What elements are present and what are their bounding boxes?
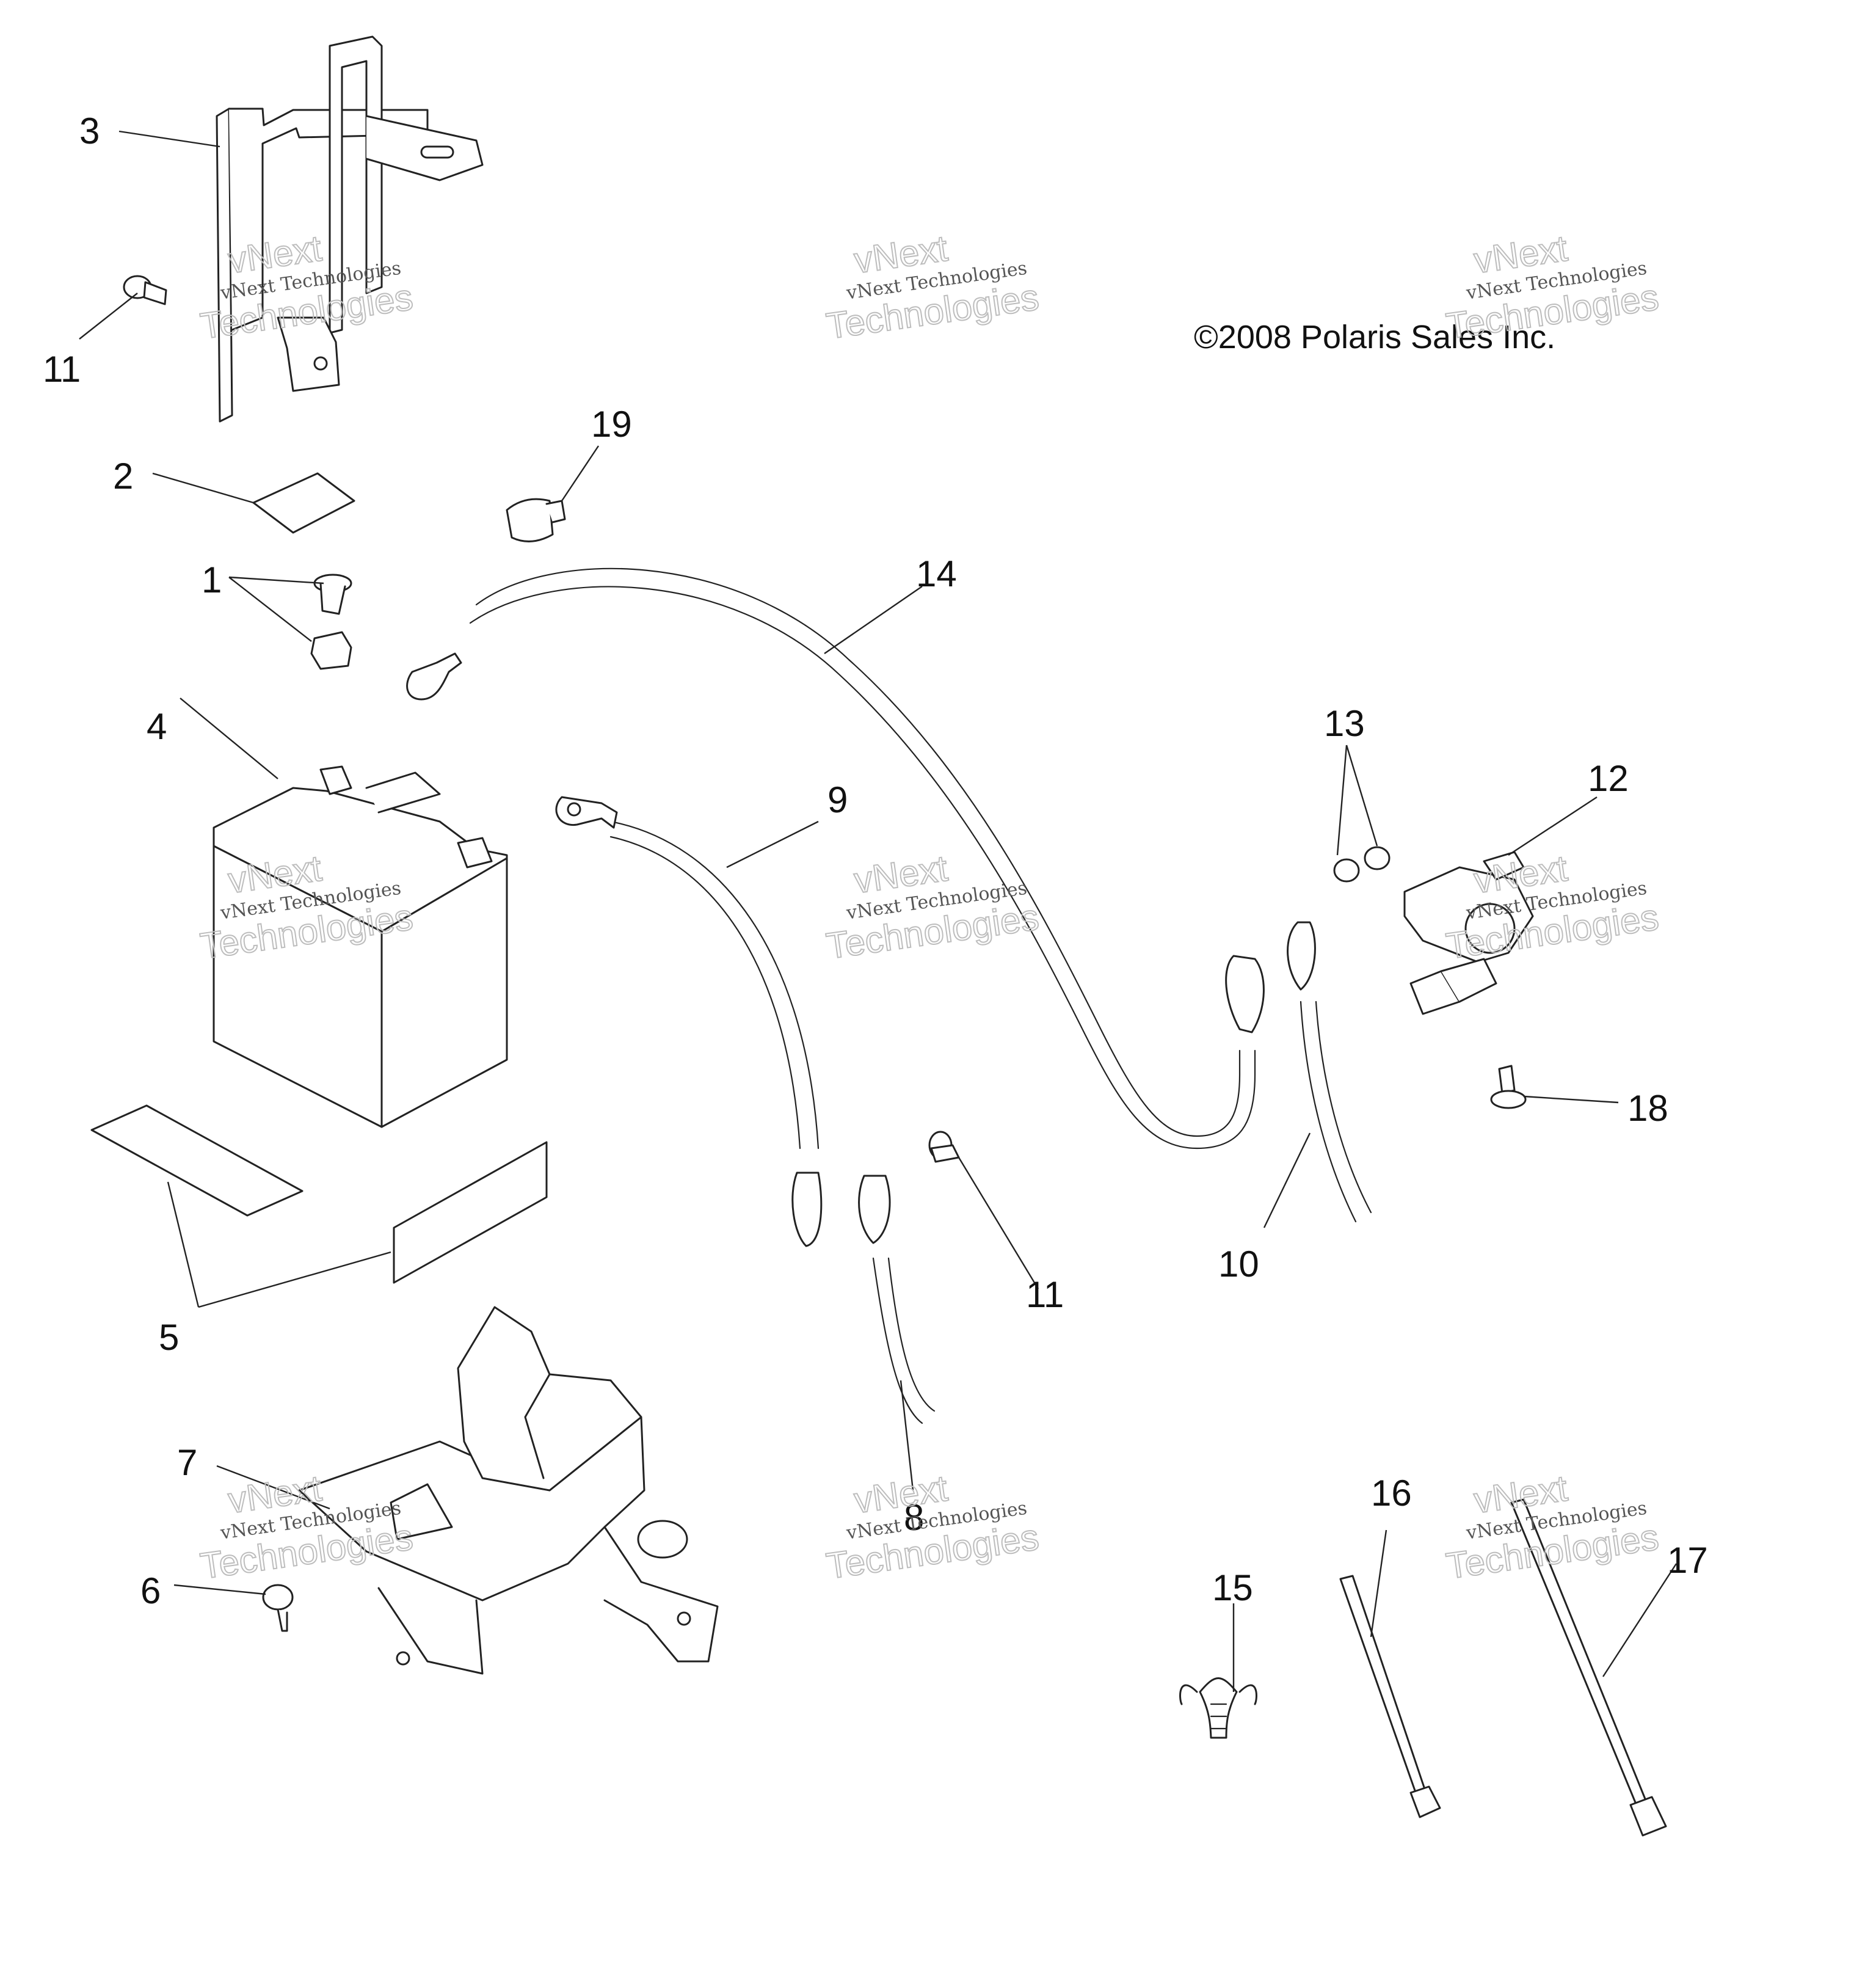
part-15-clip	[1179, 1677, 1257, 1739]
callout-1: 1	[202, 559, 222, 600]
part-4-battery	[213, 765, 508, 1128]
part-16-cable-tie	[1339, 1575, 1441, 1818]
part-3-hold-down-bracket	[216, 35, 484, 423]
part-14-cable	[406, 567, 1265, 1150]
part-6-screw	[262, 1584, 294, 1632]
callout-7: 7	[177, 1442, 197, 1483]
callout-13: 13	[1324, 703, 1365, 744]
callout-11-top: 11	[43, 349, 81, 390]
callout-6: 6	[140, 1570, 161, 1611]
callout-3: 3	[79, 111, 100, 151]
callout-16: 16	[1371, 1473, 1412, 1514]
part-5-labels	[90, 1104, 548, 1284]
part-12-solenoid	[1403, 851, 1534, 1015]
callout-19: 19	[591, 404, 632, 445]
part-17-cable-tie	[1510, 1498, 1667, 1837]
callout-18: 18	[1627, 1088, 1668, 1129]
part-8-cable	[858, 1175, 936, 1424]
part-19-cap	[506, 498, 566, 542]
callout-14: 14	[916, 553, 957, 594]
part-9-cable	[555, 796, 823, 1247]
watermark-9: vNext vNext Technologies Technologies	[1443, 1467, 1662, 1587]
watermark-2: vNext vNext Technologies Technologies	[823, 227, 1042, 348]
watermark-3: vNext vNext Technologies Technologies	[1443, 227, 1662, 348]
part-1-bolt-and-nut	[310, 574, 352, 670]
callout-17: 17	[1667, 1540, 1708, 1581]
copyright-text: ©2008 Polaris Sales Inc.	[1194, 319, 1555, 355]
callout-4: 4	[147, 706, 167, 747]
callout-10: 10	[1218, 1244, 1259, 1285]
callout-2: 2	[113, 456, 133, 497]
callout-12: 12	[1588, 758, 1629, 799]
part-11-screw-mid	[928, 1131, 960, 1163]
part-10-cable	[1287, 921, 1372, 1223]
callout-numbers: 3 11 19 2 1 14 4 13 12 9 18 10 11 5 7 8 …	[43, 111, 1708, 1611]
part-13-nuts	[1333, 846, 1391, 883]
part-18-screw	[1490, 1065, 1527, 1109]
part-2-label	[252, 472, 355, 534]
callout-15: 15	[1212, 1567, 1253, 1608]
callout-11-mid: 11	[1026, 1274, 1064, 1315]
watermark-8: vNext vNext Technologies Technologies	[823, 1467, 1042, 1587]
callout-5: 5	[159, 1317, 179, 1358]
leader-lines	[79, 130, 1678, 1692]
callout-9: 9	[827, 779, 848, 820]
part-11-screw-top	[123, 275, 167, 305]
part-7-battery-tray	[298, 1306, 719, 1675]
callout-8: 8	[904, 1497, 924, 1538]
